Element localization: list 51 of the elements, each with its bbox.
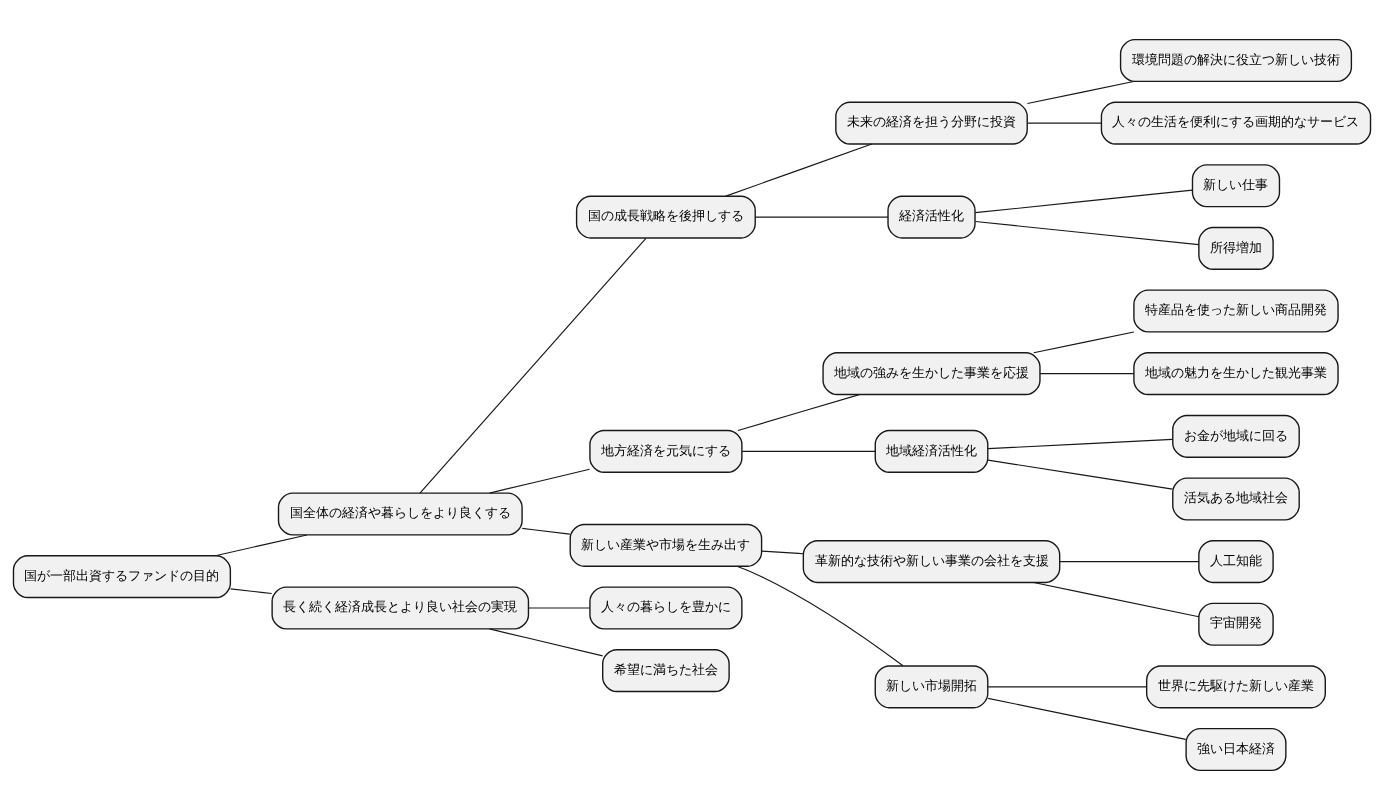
node-box: 環境問題の解決に役立つ新しい技術 bbox=[1119, 38, 1353, 82]
node-box: 地域の魅力を生かした観光事業 bbox=[1133, 351, 1339, 395]
connector bbox=[1033, 330, 1135, 353]
connector bbox=[725, 142, 873, 197]
connector bbox=[527, 606, 591, 609]
connector bbox=[974, 220, 1200, 245]
node-box: お金が地域に回る bbox=[1172, 414, 1300, 458]
connector bbox=[736, 565, 904, 666]
connector bbox=[987, 459, 1174, 490]
node-box: 未来の経済を担う分野に投資 bbox=[835, 101, 1028, 145]
node-box: 特産品を使った新しい商品開発 bbox=[1133, 288, 1339, 333]
connector bbox=[1033, 581, 1200, 617]
connector bbox=[737, 393, 860, 431]
node-box: 新しい市場開拓 bbox=[874, 664, 989, 708]
node-box: 経済活性化 bbox=[887, 195, 976, 239]
connector bbox=[754, 216, 889, 218]
connector bbox=[488, 627, 604, 656]
connector bbox=[987, 685, 1148, 687]
node-box: 宇宙開発 bbox=[1198, 602, 1274, 646]
node-box: 所得増加 bbox=[1198, 226, 1274, 270]
node-box: 地域の強みを生かした事業を応援 bbox=[822, 351, 1041, 395]
connector bbox=[974, 189, 1193, 213]
connector bbox=[987, 697, 1187, 740]
node-box: 国の成長戦略を後押しする bbox=[575, 195, 756, 239]
connector bbox=[521, 527, 571, 535]
node-box: 国が一部出資するファンドの目的 bbox=[12, 554, 232, 598]
node-box: 国全体の経済や暮らしをより良くする bbox=[277, 491, 523, 536]
node-box: 革新的な技術や新しい事業の会社を支援 bbox=[802, 539, 1061, 583]
connector bbox=[1039, 372, 1135, 374]
connector bbox=[214, 533, 308, 556]
node-box: 希望に満ちた社会 bbox=[602, 648, 730, 692]
connector bbox=[488, 468, 591, 494]
node-box: 新しい仕事 bbox=[1191, 163, 1281, 207]
connector bbox=[1026, 80, 1135, 104]
node-box: 長く続く経済成長とより良い社会の実現 bbox=[271, 585, 530, 630]
connector bbox=[741, 450, 876, 452]
connector bbox=[419, 237, 647, 494]
connector bbox=[987, 438, 1174, 449]
node-box: 地方経済を元気にする bbox=[589, 429, 743, 473]
node-box: 活気ある地域社会 bbox=[1172, 476, 1300, 521]
node-box: 新しい産業や市場を生み出す bbox=[569, 523, 763, 567]
node-box: 世界に先駆けた新しい産業 bbox=[1145, 664, 1326, 708]
node-box: 強い日本経済 bbox=[1185, 727, 1287, 771]
connector bbox=[761, 550, 804, 554]
node-box: 人々の生活を便利にする画期的なサービス bbox=[1100, 101, 1372, 145]
node-box: 人工知能 bbox=[1198, 539, 1274, 583]
connector bbox=[1059, 560, 1200, 562]
node-box: 人々の暮らしを豊かに bbox=[589, 585, 743, 630]
connector bbox=[1026, 122, 1102, 124]
connector bbox=[230, 587, 273, 594]
node-box: 地域経済活性化 bbox=[874, 429, 989, 473]
